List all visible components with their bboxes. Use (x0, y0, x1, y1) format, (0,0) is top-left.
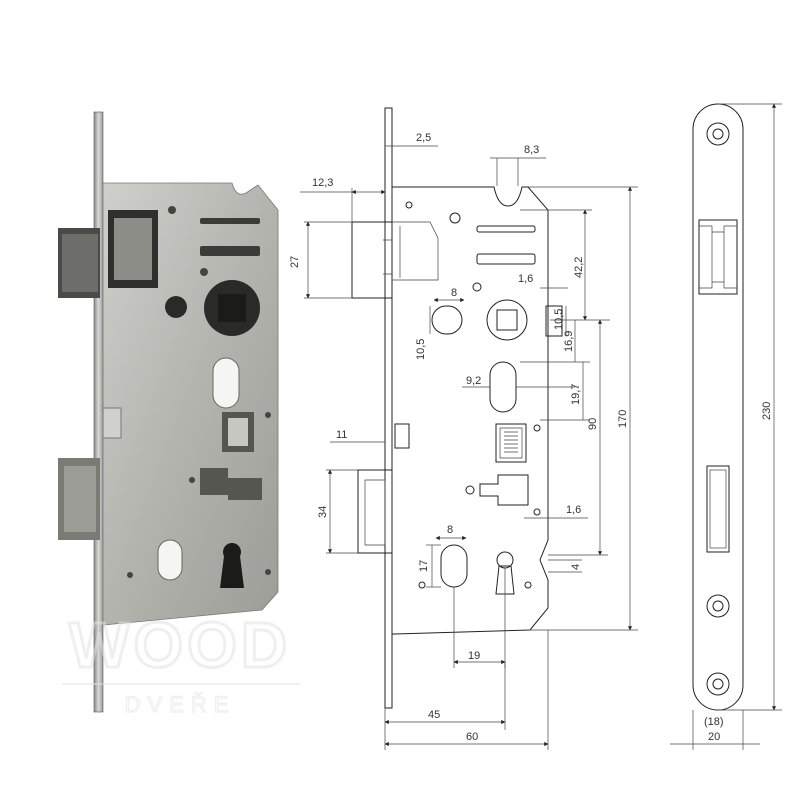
dim-20: 20 (708, 731, 720, 743)
technical-drawing: 2,5 8,3 12,3 27 42,2 1,6 8 10,5 10,5 (289, 107, 638, 750)
dim-19: 19 (468, 650, 480, 662)
dim-12-3: 12,3 (312, 177, 333, 189)
dim-8-top: 8 (451, 287, 457, 299)
dim-19-7: 19,7 (570, 384, 582, 405)
dim-10-5-right: 10,5 (553, 309, 565, 330)
dim-10-5-left: 10,5 (415, 339, 427, 360)
dim-11: 11 (336, 429, 347, 441)
dim-60: 60 (466, 731, 478, 743)
dim-230: 230 (761, 402, 773, 420)
dim-8-bottom: 8 (447, 524, 453, 536)
faceplate-front-view: 230 (18) 20 (670, 103, 782, 750)
dim-27: 27 (289, 256, 301, 268)
watermark-subtitle: DVEŘE (125, 692, 236, 717)
dim-18: (18) (704, 716, 724, 728)
dim-45: 45 (428, 709, 440, 721)
dim-2-5: 2,5 (416, 132, 431, 144)
dim-4: 4 (570, 564, 582, 570)
watermark: WOOD DVEŘE (62, 608, 300, 718)
dim-17: 17 (418, 560, 430, 572)
watermark-brand: WOOD (69, 609, 291, 681)
dim-90: 90 (587, 418, 599, 430)
dim-34: 34 (317, 506, 329, 518)
dim-42-2: 42,2 (573, 257, 585, 278)
dim-1-6-top: 1,6 (518, 273, 533, 285)
dim-16-9: 16,9 (563, 331, 575, 352)
dim-170: 170 (617, 410, 629, 428)
dim-1-6-bottom: 1,6 (566, 504, 581, 516)
lock-photo (58, 111, 279, 713)
dim-9-2: 9,2 (466, 375, 481, 387)
dim-8-3: 8,3 (524, 144, 539, 156)
